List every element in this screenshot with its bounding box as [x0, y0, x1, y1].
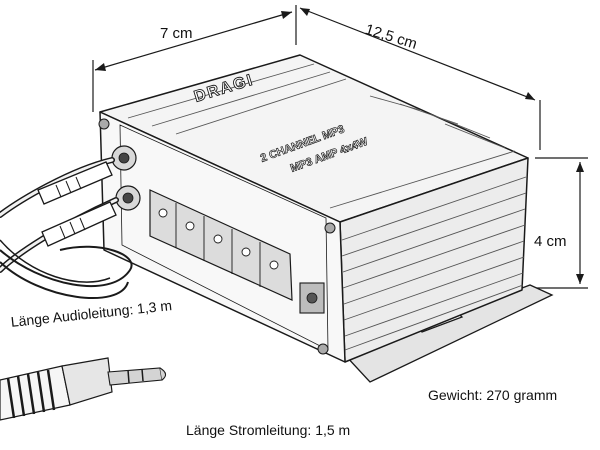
- dimension-lines: [92, 5, 588, 289]
- power-cable-length-label: Länge Stromleitung: 1,5 m: [186, 422, 351, 438]
- height-dimension-label: 4 cm: [534, 233, 567, 250]
- dimension-arrowheads: [95, 8, 584, 284]
- width-dimension-label: 7 cm: [160, 25, 193, 42]
- speaker-terminal: [149, 189, 293, 301]
- front-details: [98, 118, 336, 355]
- audio-jack-plug: [0, 357, 167, 421]
- side-fins: [341, 176, 527, 351]
- top-fins: [127, 63, 516, 209]
- rca-plugs: [37, 161, 117, 247]
- weight-label: Gewicht: 270 gramm: [428, 387, 558, 403]
